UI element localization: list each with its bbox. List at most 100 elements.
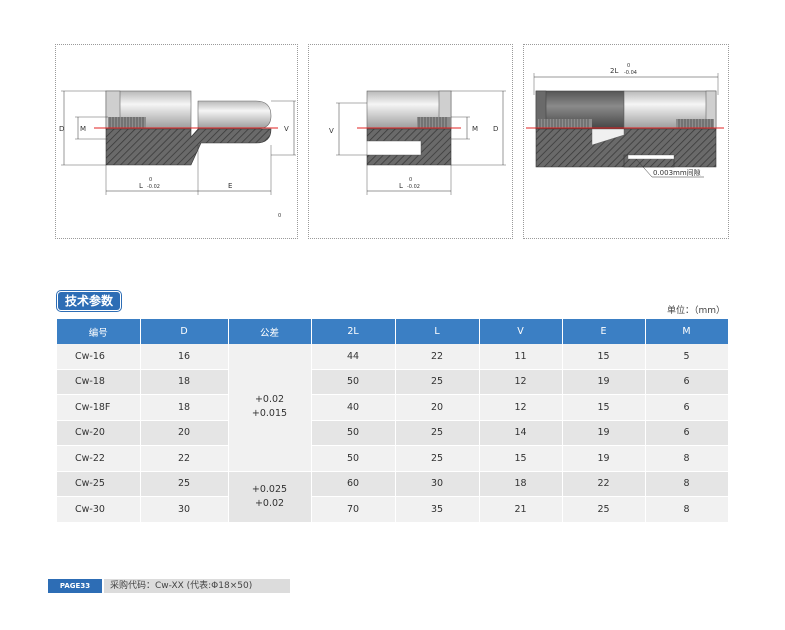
cell-L: 25 [395,420,480,446]
left-dim-L: L [139,182,143,190]
middle-dim-L: L [399,182,403,190]
cell-E: 19 [562,445,646,472]
cell-2L: 44 [311,344,396,370]
cell-2L: 60 [311,471,396,497]
cell-M: 8 [645,471,729,497]
cell-V: 15 [479,445,563,472]
table-row: Cw-18 18 50 25 12 19 6 [57,369,729,395]
cell-L: 25 [395,445,480,472]
left-dim-D: D [59,125,64,133]
table-row: Cw-25 25 +0.025 +0.02 60 30 18 22 8 [57,471,729,523]
middle-dim-L-tol-upper: 0 [409,177,412,183]
cell-E: 19 [562,420,646,446]
col-header-2L: 2L [311,319,396,344]
col-header-V: V [479,319,563,344]
cell-D: 22 [140,445,229,472]
left-dim-L-tol-lower: -0.02 [147,184,160,190]
cell-E: 15 [562,344,646,370]
table-row: Cw-18F 18 40 20 12 15 6 [57,394,729,421]
cell-D: 18 [140,394,229,421]
right-assembly-drawing: 2L 0 -0.04 0.003mm [526,63,724,178]
right-dim-2L-tol-upper: 0 [627,63,630,69]
cell-M: 6 [645,394,729,421]
cell-code: Cw-18 [57,369,141,395]
right-gap-note: 0.003mm间隙 [653,168,701,177]
spec-table: 编号 D 公差 2L L V E M Cw-16 16 +0.02 +0.015… [57,319,729,523]
table-row: Cw-16 16 +0.02 +0.015 44 22 11 15 5 [57,344,729,472]
unit-label: 单位：（mm） [666,306,725,316]
right-dim-2L-tol-lower: -0.04 [624,70,637,76]
right-dim-2L: 2L [610,67,618,75]
left-corner-mark: 0 [278,213,281,219]
table-row: Cw-20 20 50 25 14 19 6 [57,420,729,446]
cell-code: Cw-30 [57,496,141,523]
middle-dim-M: M [472,125,478,133]
cell-D: 16 [140,344,229,370]
col-header-L: L [395,319,480,344]
cell-tolerance-group-2: +0.025 +0.02 [228,471,312,523]
tolerance-lower: +0.02 [254,497,285,509]
table-row: Cw-30 30 70 35 21 25 8 [57,496,729,523]
left-part-drawing: D M V L 0 -0.02 E 0 [59,90,296,219]
drawing-panel-middle: V M D L 0 -0.02 [308,44,513,239]
drawing-panel-right: 2L 0 -0.04 0.003mm [523,44,729,239]
left-dim-V: V [284,125,289,133]
cell-L: 35 [395,496,480,523]
cell-L: 22 [395,344,480,370]
cell-D: 30 [140,496,229,523]
tolerance-upper: +0.02 [254,394,285,406]
cell-2L: 40 [311,394,396,421]
cell-M: 8 [645,445,729,472]
table-header-row: 编号 D 公差 2L L V E M [57,319,729,344]
cell-tolerance-group-1: +0.02 +0.015 [228,344,312,472]
cell-D: 25 [140,471,229,497]
cell-2L: 50 [311,445,396,472]
left-dim-E: E [228,182,232,190]
col-header-tolerance: 公差 [228,319,312,344]
col-header-D: D [140,319,229,344]
cell-D: 18 [140,369,229,395]
tolerance-upper: +0.025 [251,483,288,495]
table-row: Cw-22 22 50 25 15 19 8 [57,445,729,472]
cell-E: 22 [562,471,646,497]
cell-L: 30 [395,471,480,497]
cell-L: 25 [395,369,480,395]
cell-V: 21 [479,496,563,523]
tolerance-lower: +0.015 [251,408,288,420]
cell-2L: 50 [311,369,396,395]
cell-E: 19 [562,369,646,395]
cell-E: 15 [562,394,646,421]
cell-V: 12 [479,369,563,395]
cell-V: 14 [479,420,563,446]
cell-V: 12 [479,394,563,421]
cell-V: 18 [479,471,563,497]
left-dim-M: M [80,125,86,133]
cell-code: Cw-18F [57,394,141,421]
drawing-panel-left: D M V L 0 -0.02 E 0 [55,44,298,239]
cell-M: 5 [645,344,729,370]
cell-code: Cw-16 [57,344,141,370]
left-dim-L-tol-upper: 0 [149,177,152,183]
cell-code: Cw-20 [57,420,141,446]
cell-L: 20 [395,394,480,421]
cell-D: 20 [140,420,229,446]
cell-2L: 50 [311,420,396,446]
section-title: 技术参数 [58,292,121,310]
purchase-code-note: 采购代码：Cw-XX (代表:Φ18×50) [104,579,290,593]
cell-code: Cw-22 [57,445,141,472]
cell-M: 8 [645,496,729,523]
cell-M: 6 [645,369,729,395]
page-number-badge: PAGE33 [48,579,102,593]
col-header-M: M [645,319,729,344]
cell-code: Cw-25 [57,471,141,497]
middle-dim-D: D [493,125,498,133]
cell-E: 25 [562,496,646,523]
col-header-code: 编号 [57,319,141,344]
cell-M: 6 [645,420,729,446]
middle-dim-L-tol-lower: -0.02 [407,184,420,190]
col-header-E: E [562,319,646,344]
cell-2L: 70 [311,496,396,523]
middle-part-drawing: V M D L 0 -0.02 [329,90,506,195]
middle-dim-V: V [329,127,334,135]
cell-V: 11 [479,344,563,370]
